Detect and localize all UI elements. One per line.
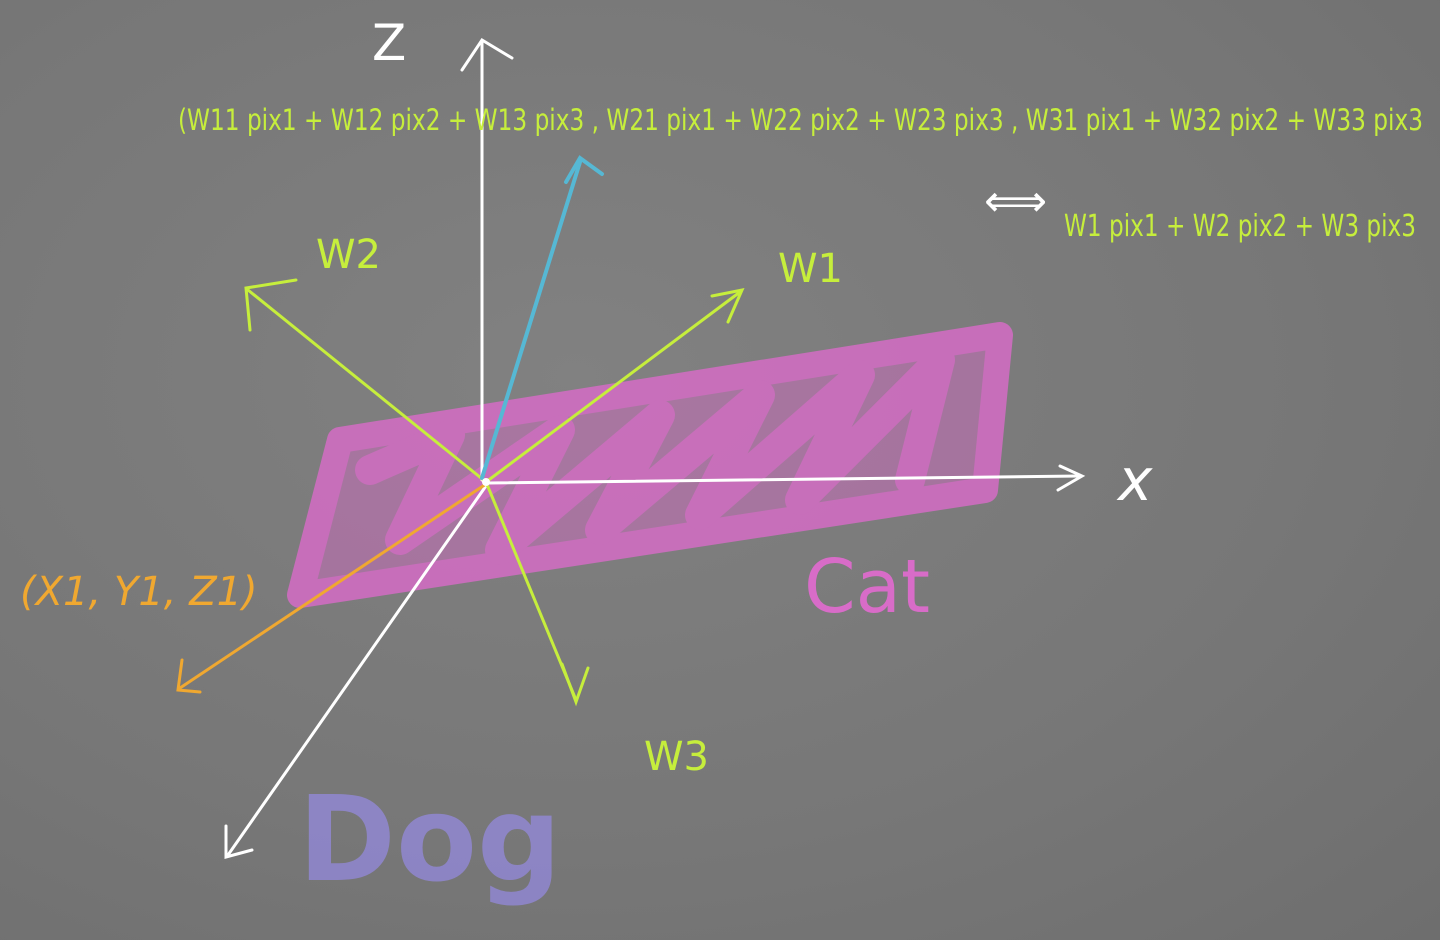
w2-vector — [246, 288, 488, 484]
w1-arrowhead — [710, 287, 745, 324]
w1-vector — [484, 290, 742, 484]
w3-arrowhead — [560, 662, 590, 707]
weight-vectors — [244, 278, 745, 707]
z-axis-arrowhead — [460, 37, 514, 72]
axes — [224, 37, 1086, 859]
z-axis-label: Z — [372, 14, 406, 72]
origin-point — [482, 478, 490, 486]
dog-label: Dog — [298, 770, 561, 908]
x-axis-label: x — [1116, 446, 1153, 514]
y-axis — [226, 481, 490, 857]
x-axis-arrowhead — [1056, 464, 1086, 492]
equation-second-line: W1 pix1 + W2 pix2 + W3 pix3 — [1064, 209, 1416, 244]
w2-label: W2 — [316, 232, 381, 278]
w3-label: W3 — [644, 734, 709, 780]
cat-label: Cat — [804, 544, 930, 630]
equation-top-line: (W11 pix1 + W12 pix2 + W13 pix3 , W21 pi… — [178, 103, 1423, 137]
x-axis — [486, 474, 1082, 485]
result-vector — [480, 155, 604, 480]
equivalence-symbol: ⟺ — [984, 176, 1047, 227]
w2-arrowhead — [244, 278, 298, 332]
y-axis-arrowhead — [224, 824, 254, 859]
w1-label: W1 — [778, 246, 843, 292]
point-label: (X1, Y1, Z1) — [20, 569, 258, 615]
point-vector — [176, 482, 488, 694]
